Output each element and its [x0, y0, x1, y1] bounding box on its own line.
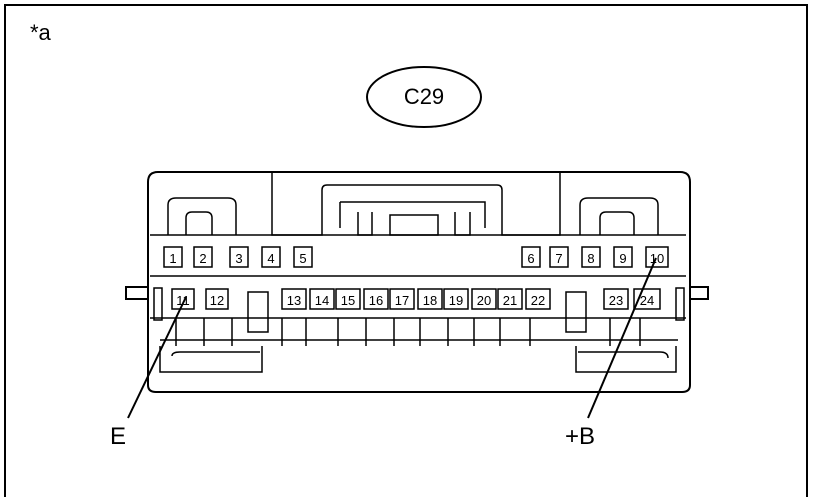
- cavity-body: [150, 234, 686, 341]
- pin-2-label: 2: [199, 251, 206, 266]
- pin-10-label: 10: [650, 251, 664, 266]
- pin-7-label: 7: [555, 251, 562, 266]
- pin-22: 22: [525, 288, 551, 310]
- left-key-slot: [247, 291, 269, 333]
- pin-17: 17: [389, 288, 415, 310]
- pin-9-label: 9: [619, 251, 626, 266]
- pin-4: 4: [261, 246, 281, 268]
- connector-id-label: C29: [404, 84, 444, 109]
- pin-8: 8: [581, 246, 601, 268]
- bottom-left-lock: [159, 346, 263, 373]
- pin-7: 7: [549, 246, 569, 268]
- callout-label-e: E: [110, 423, 126, 450]
- pin-11: 11: [171, 288, 195, 310]
- pin-23: 23: [603, 288, 629, 310]
- callout-label-plus-b: +B: [565, 423, 595, 450]
- pin-23-label: 23: [609, 293, 623, 308]
- right-corner-guide: [579, 197, 659, 235]
- pin-6: 6: [521, 246, 541, 268]
- pin-15: 15: [335, 288, 361, 310]
- bottom-right-lock: [575, 346, 677, 373]
- figure-tag: *a: [30, 20, 52, 45]
- latch-inner: [339, 201, 486, 228]
- pin-21-label: 21: [503, 293, 517, 308]
- pin-16: 16: [363, 288, 389, 310]
- pin-13: 13: [281, 288, 307, 310]
- callout-line-plus-b: [587, 257, 657, 419]
- pin-22-label: 22: [531, 293, 545, 308]
- pin-19: 19: [443, 288, 469, 310]
- pin-row-2: 11 12 13 14 15 16 17 18 19 20 21 22 23 2…: [171, 288, 661, 310]
- bottom-ribs: [175, 318, 641, 346]
- pin-12-label: 12: [210, 293, 224, 308]
- pin-20-label: 20: [477, 293, 491, 308]
- pin-6-label: 6: [527, 251, 534, 266]
- pin-5: 5: [293, 246, 313, 268]
- pin-24-label: 24: [640, 293, 654, 308]
- pin-2: 2: [193, 246, 213, 268]
- pin-3-label: 3: [235, 251, 242, 266]
- right-side-tab: [689, 286, 709, 300]
- pin-20: 20: [471, 288, 497, 310]
- pin-18-label: 18: [423, 293, 437, 308]
- pin-14: 14: [309, 288, 335, 310]
- pin-19-label: 19: [449, 293, 463, 308]
- pin-11-label: 11: [176, 293, 190, 308]
- latch-button: [389, 214, 439, 236]
- right-edge-slot: [675, 287, 685, 321]
- pin-9: 9: [613, 246, 633, 268]
- pin-15-label: 15: [341, 293, 355, 308]
- pin-21: 21: [497, 288, 523, 310]
- pin-24: 24: [633, 288, 661, 310]
- connector-id-ellipse: [366, 66, 482, 128]
- pin-3: 3: [229, 246, 249, 268]
- callout-line-e: [127, 296, 187, 419]
- pin-17-label: 17: [395, 293, 409, 308]
- pin-16-label: 16: [369, 293, 383, 308]
- left-edge-slot: [153, 287, 163, 321]
- latch-outline: [271, 172, 561, 236]
- pin-13-label: 13: [287, 293, 301, 308]
- right-corner-tab: [599, 211, 635, 235]
- pin-14-label: 14: [315, 293, 329, 308]
- pin-10: 10: [645, 246, 669, 268]
- pin-1-label: 1: [169, 251, 176, 266]
- left-side-tab: [125, 286, 149, 300]
- left-corner-tab: [185, 211, 213, 235]
- left-corner-guide: [167, 197, 237, 235]
- pin-8-label: 8: [587, 251, 594, 266]
- diagram-frame: [4, 4, 808, 497]
- pin-18: 18: [417, 288, 443, 310]
- pin-1: 1: [163, 246, 183, 268]
- right-key-slot: [565, 291, 587, 333]
- pin-4-label: 4: [267, 251, 274, 266]
- pin-row-1: 1 2 3 4 5 6 7 8 9 10: [163, 246, 669, 268]
- pin-5-label: 5: [299, 251, 306, 266]
- pin-12: 12: [205, 288, 229, 310]
- connector-housing: [147, 171, 691, 393]
